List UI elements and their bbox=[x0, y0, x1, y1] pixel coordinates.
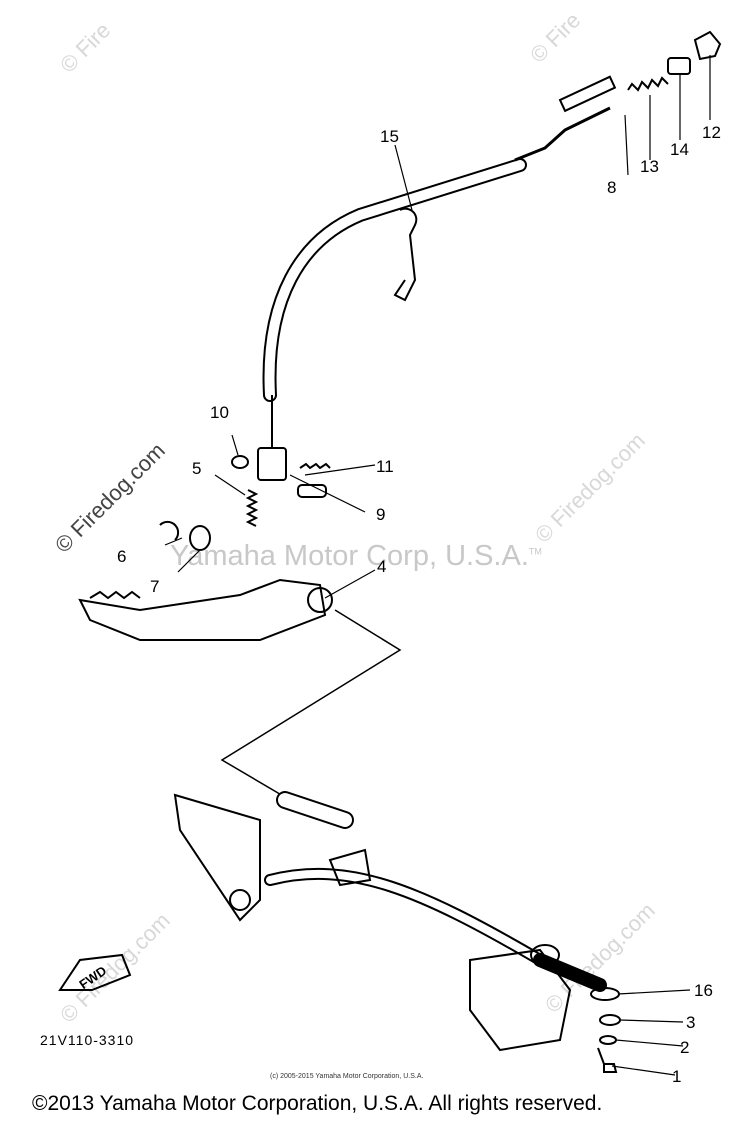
small-copyright: (c) 2005-2015 Yamaha Motor Corporation, … bbox=[270, 1073, 424, 1080]
brake-pedal bbox=[78, 578, 327, 641]
assembly-guide bbox=[220, 609, 402, 801]
cable-clevis bbox=[257, 447, 287, 481]
adjuster-nut bbox=[693, 30, 722, 61]
part-label-14: 14 bbox=[670, 140, 689, 159]
diagram-code: 21V110-3310 bbox=[40, 1032, 135, 1048]
footrest-right bbox=[469, 948, 572, 1052]
part-label-4: 4 bbox=[377, 557, 386, 576]
fwd-arrow-shape bbox=[58, 953, 132, 991]
watermark-company-text: Yamaha Motor Corp, U.S.A. bbox=[170, 540, 529, 572]
circlip bbox=[159, 520, 180, 541]
part-label-1: 1 bbox=[672, 1067, 681, 1086]
part-label-5: 5 bbox=[192, 459, 201, 478]
lock-washer-2 bbox=[599, 1035, 617, 1045]
watermark-company: Yamaha Motor Corp, U.S.A.TM bbox=[170, 540, 542, 573]
frame-tube bbox=[264, 867, 546, 966]
part-label-8: 8 bbox=[607, 178, 616, 197]
cable-adjuster-rod bbox=[558, 75, 617, 113]
adjuster-spring bbox=[627, 76, 669, 92]
part-label-2: 2 bbox=[680, 1038, 689, 1057]
adjuster-joint bbox=[667, 57, 691, 75]
pin-spring bbox=[299, 462, 331, 470]
part-label-16: 16 bbox=[694, 981, 713, 1000]
part-label-9: 9 bbox=[376, 505, 385, 524]
return-spring bbox=[245, 489, 259, 527]
brake-cable-inner bbox=[264, 160, 525, 400]
cable-clamp bbox=[393, 207, 418, 302]
watermark-tm: TM bbox=[528, 546, 542, 557]
part-label-15: 15 bbox=[380, 127, 399, 146]
part-label-6: 6 bbox=[117, 547, 126, 566]
footrest-bar bbox=[173, 793, 261, 922]
washer-3 bbox=[599, 1014, 621, 1026]
part-label-10: 10 bbox=[210, 403, 229, 422]
footer-copyright: ©2013 Yamaha Motor Corporation, U.S.A. A… bbox=[32, 1092, 603, 1115]
cotter-pin bbox=[231, 455, 249, 469]
bolt-1 bbox=[597, 1047, 618, 1073]
part-label-11: 11 bbox=[376, 457, 394, 476]
part-label-13: 13 bbox=[640, 157, 659, 176]
part-label-3: 3 bbox=[686, 1013, 695, 1032]
leader-lines bbox=[164, 55, 711, 1076]
part-label-7: 7 bbox=[150, 577, 159, 596]
washer bbox=[189, 525, 211, 551]
clevis-pin bbox=[297, 484, 327, 498]
bracket bbox=[328, 848, 372, 887]
part-label-12: 12 bbox=[702, 123, 721, 142]
footrest-collar bbox=[530, 944, 560, 966]
